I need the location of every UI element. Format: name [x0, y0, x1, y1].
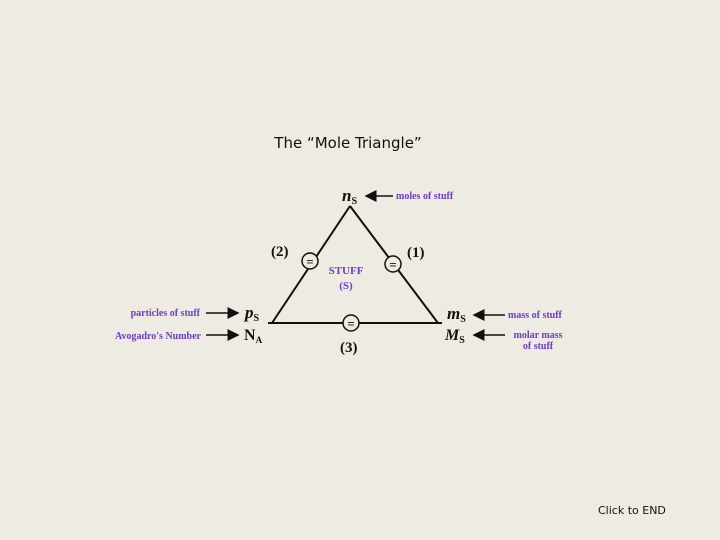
equals-circle-bottom: =: [342, 314, 360, 332]
relation-right-label: (1): [407, 245, 425, 261]
right-note-bottom-line2: of stuff: [523, 341, 554, 352]
center-label-line1: STUFF: [329, 265, 364, 277]
svg-text:=: =: [306, 254, 313, 269]
center-label-line2: (S): [339, 280, 353, 292]
right-note-top: mass of stuff: [508, 310, 563, 321]
relation-bottom-label: (3): [340, 340, 358, 356]
left-note-bottom: Avogadro's Number: [115, 331, 202, 342]
equals-circle-left: =: [301, 252, 319, 270]
right-symbol-top: mS: [447, 304, 466, 325]
slide-title: The “Mole Triangle”: [274, 134, 422, 152]
apex-symbol: nS: [342, 186, 357, 207]
left-symbol-bottom: NA: [244, 327, 263, 345]
right-symbol-bottom: MS: [444, 327, 465, 346]
left-symbol-top: pS: [243, 303, 260, 324]
apex-note: moles of stuff: [396, 191, 454, 202]
svg-text:=: =: [389, 257, 396, 272]
click-to-end-link[interactable]: Click to END: [598, 504, 666, 517]
right-note-bottom-line1: molar mass: [514, 330, 563, 341]
equals-circle-right: =: [384, 255, 402, 273]
left-note-top: particles of stuff: [131, 308, 201, 319]
svg-text:=: =: [347, 316, 354, 331]
relation-left-label: (2): [271, 244, 289, 260]
